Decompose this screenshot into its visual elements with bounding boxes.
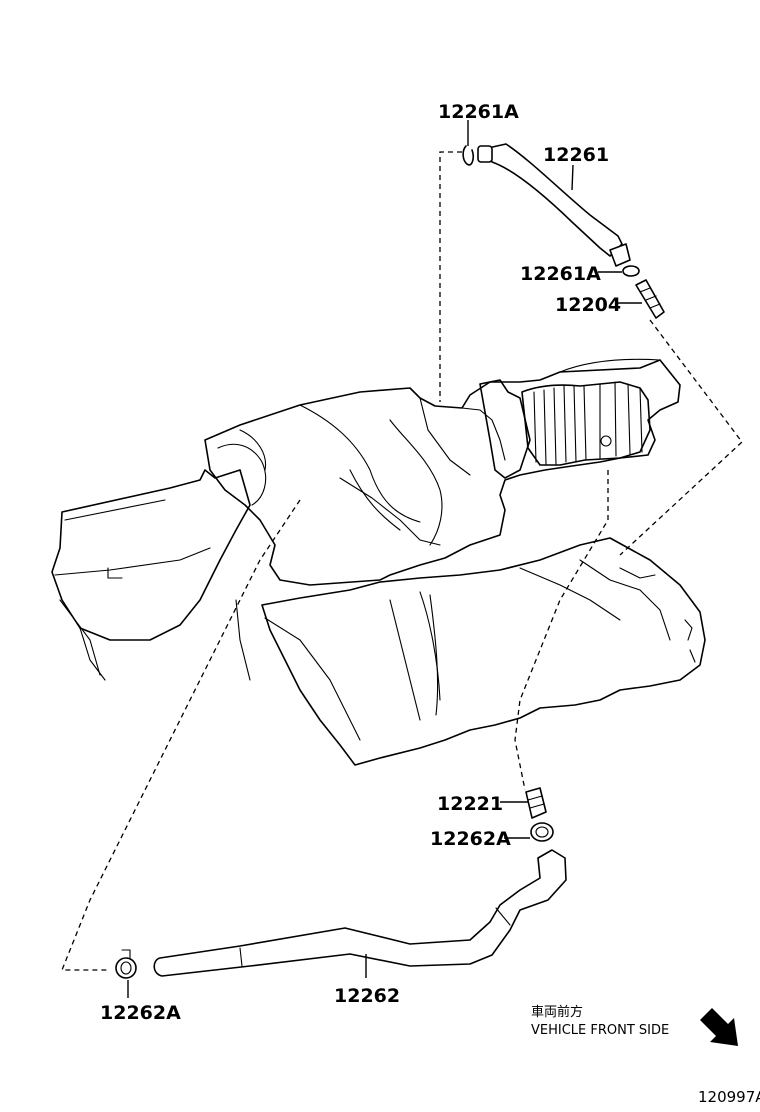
hose-clip-12261A-top xyxy=(462,120,474,166)
label-12221: 12221 xyxy=(437,793,503,815)
engine-assembly xyxy=(51,358,706,766)
direction-label-en: VEHICLE FRONT SIDE xyxy=(531,1023,669,1038)
label-12261: 12261 xyxy=(543,144,609,166)
label-12204: 12204 xyxy=(555,294,621,316)
direction-label-jp: 車両前方 xyxy=(531,1004,583,1020)
label-12261A-mid: 12261A xyxy=(520,263,601,285)
figure-code: 120997A xyxy=(698,1088,760,1106)
pcv-valve-12204 xyxy=(618,279,665,319)
label-12262A-mid: 12262A xyxy=(430,828,511,850)
ventilation-hose-12261 xyxy=(477,143,631,267)
union-12221 xyxy=(500,787,547,819)
label-12262: 12262 xyxy=(334,985,400,1007)
hose-clip-12261A-mid xyxy=(598,265,640,277)
guide-lines xyxy=(61,151,743,971)
label-12262A-bottom: 12262A xyxy=(100,1002,181,1024)
arrow-down-right-icon xyxy=(700,1008,738,1046)
hose-clamp-12262A-bottom xyxy=(115,949,137,998)
hose-clamp-12262A-mid xyxy=(504,822,554,842)
ventilation-hose-12262 xyxy=(153,849,567,978)
label-12261A-top: 12261A xyxy=(438,101,519,123)
